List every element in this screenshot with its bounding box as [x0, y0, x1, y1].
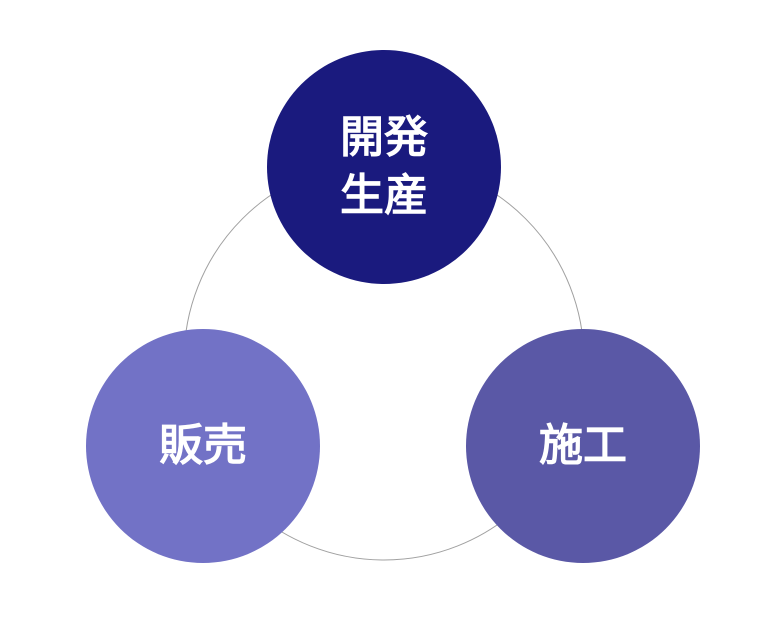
node-label-line: 開発: [340, 112, 428, 163]
node-label-line: 生産: [340, 170, 428, 221]
node-construction: 施工: [466, 329, 700, 563]
node-label: 販売: [159, 420, 247, 471]
node-development-production: 開発 生産: [267, 50, 501, 284]
node-sales: 販売: [86, 329, 320, 563]
node-label: 施工: [539, 420, 627, 471]
